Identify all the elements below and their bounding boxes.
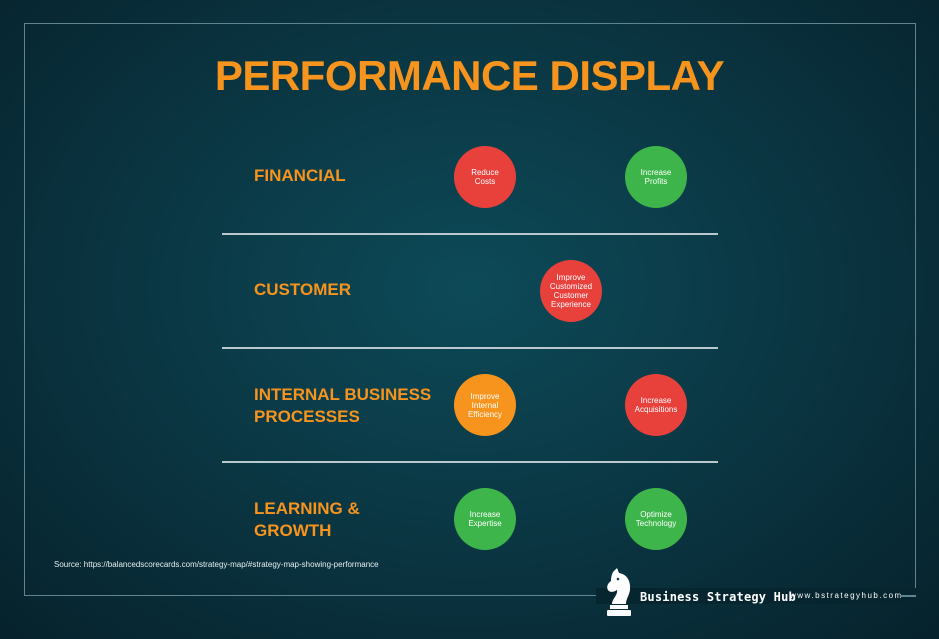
objective-optimize-technology: Optimize Technology [625, 488, 687, 550]
row-label-learning-growth: LEARNING & GROWTH [254, 499, 360, 540]
row-label-financial: FINANCIAL [254, 166, 346, 185]
page-title: PERFORMANCE DISPLAY [214, 52, 725, 99]
divider [222, 347, 718, 349]
brand-divider-line [900, 595, 916, 597]
divider [222, 461, 718, 463]
objective-increase-expertise: Increase Expertise [454, 488, 516, 550]
outer-frame [24, 23, 916, 596]
objective-increase-acquisitions: Increase Acquisitions [625, 374, 687, 436]
brand-name: Business Strategy Hub [640, 590, 796, 604]
knight-chess-piece-icon [607, 568, 631, 616]
objective-reduce-costs: Reduce Costs [454, 146, 516, 208]
objective-improve-internal-efficiency: Improve Internal Efficiency [454, 374, 516, 436]
objective-improve-customer-experience: Improve Customized Customer Experience [540, 260, 602, 322]
brand-url: www.bstrategyhub.com [790, 591, 903, 600]
divider [222, 233, 718, 235]
row-label-internal-business-processes: INTERNAL BUSINESS PROCESSES [254, 385, 432, 426]
row-label-customer: CUSTOMER [254, 280, 351, 299]
source-note: Source: https://balancedscorecards.com/s… [54, 560, 379, 569]
objective-increase-profits: Increase Profits [625, 146, 687, 208]
frame-gap [596, 588, 920, 604]
